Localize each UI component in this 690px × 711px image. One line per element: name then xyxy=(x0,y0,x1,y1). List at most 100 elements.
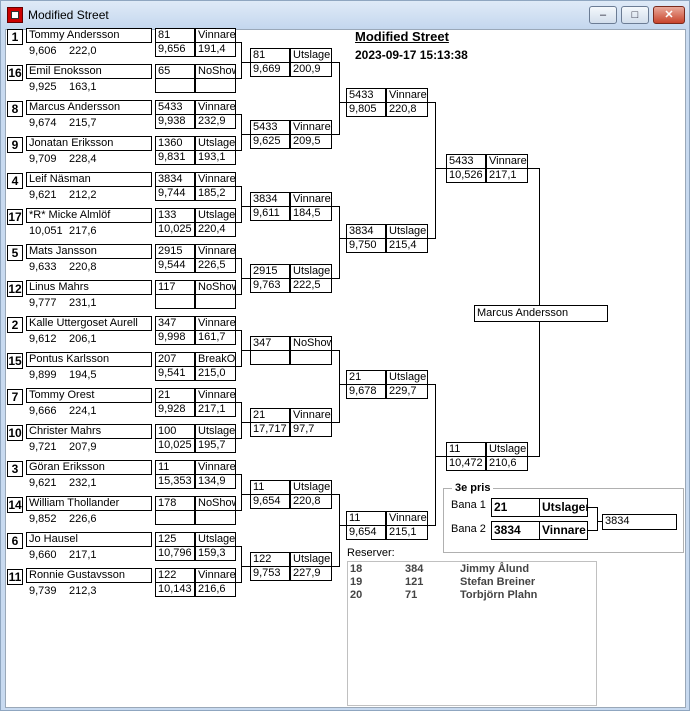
reserver-number: 71 xyxy=(405,589,418,601)
bracket-connector xyxy=(435,168,446,169)
run-et: 10,025 xyxy=(155,222,195,237)
bracket-connector xyxy=(332,566,340,567)
run-speed: 159,3 xyxy=(195,546,236,561)
reaction-time: 9,612 xyxy=(26,332,66,347)
run-number: 5433 xyxy=(346,88,386,103)
driver-speed: 226,6 xyxy=(66,512,106,527)
bracket-connector xyxy=(241,546,242,583)
run-result: Vinnare xyxy=(386,511,428,526)
run-result: Vinnare xyxy=(195,28,236,43)
seed-number: 14 xyxy=(7,497,23,513)
reaction-time: 9,666 xyxy=(26,404,66,419)
seed-number: 3 xyxy=(7,461,23,477)
bracket-connector xyxy=(332,134,340,135)
run-result: NoShow xyxy=(290,336,332,351)
run-speed: 134,9 xyxy=(195,474,236,489)
run-result: Vinnare xyxy=(195,244,236,259)
run-number: 81 xyxy=(250,48,290,63)
bracket-connector xyxy=(241,474,242,511)
bracket-connector xyxy=(236,510,242,511)
run-et: 9,753 xyxy=(250,566,290,581)
bracket-connector xyxy=(241,330,242,367)
driver-name: Göran Eriksson xyxy=(26,460,152,475)
run-et: 17,717 xyxy=(250,422,290,437)
driver-name: Christer Mahrs xyxy=(26,424,152,439)
app-icon[interactable] xyxy=(7,7,23,23)
seed-number: 15 xyxy=(7,353,23,369)
driver-speed: 217,6 xyxy=(66,224,106,239)
reaction-time: 9,721 xyxy=(26,440,66,455)
close-button[interactable]: ✕ xyxy=(653,6,685,24)
run-et: 9,928 xyxy=(155,402,195,417)
run-speed: 220,4 xyxy=(195,222,236,237)
run-number: 122 xyxy=(250,552,290,567)
driver-speed: 217,1 xyxy=(66,548,106,563)
lane1-result: Utslagen xyxy=(539,498,588,517)
run-et: 9,541 xyxy=(155,366,195,381)
seed-number: 8 xyxy=(7,101,23,117)
title-bar[interactable]: Modified Street – □ ✕ xyxy=(1,1,689,29)
run-speed: 222,5 xyxy=(290,278,332,293)
run-et: 10,796 xyxy=(155,546,195,561)
minimize-button[interactable]: – xyxy=(589,6,617,24)
run-et: 10,472 xyxy=(446,456,486,471)
reaction-time: 9,621 xyxy=(26,188,66,203)
run-result: Vinnare xyxy=(195,388,236,403)
bracket-connector xyxy=(241,186,242,223)
run-result: Vinnare xyxy=(195,172,236,187)
run-et: 9,678 xyxy=(346,384,386,399)
bracket-connector xyxy=(241,278,250,279)
reaction-time: 9,739 xyxy=(26,584,66,599)
maximize-button[interactable]: □ xyxy=(621,6,649,24)
reserver-name: Torbjörn Plahn xyxy=(460,589,538,601)
run-number: 65 xyxy=(155,64,195,79)
lane2-label: Bana 2 xyxy=(451,523,486,535)
driver-speed: 212,2 xyxy=(66,188,106,203)
bracket-connector xyxy=(236,186,242,187)
bracket-connector xyxy=(332,62,340,63)
bracket-connector xyxy=(339,206,340,279)
seed-number: 16 xyxy=(7,65,23,81)
run-speed: 215,0 xyxy=(195,366,236,381)
run-speed: 215,1 xyxy=(386,525,428,540)
bracket-connector xyxy=(332,422,340,423)
bracket-connector xyxy=(332,206,340,207)
run-result: Vinnare xyxy=(386,88,428,103)
driver-name: Leif Näsman xyxy=(26,172,152,187)
run-et xyxy=(155,510,195,525)
run-result: NoShow xyxy=(195,280,236,295)
run-et: 9,656 xyxy=(155,42,195,57)
run-result: Vinnare xyxy=(290,120,332,135)
run-speed: 209,5 xyxy=(290,134,332,149)
bracket-connector xyxy=(236,150,242,151)
run-number: 5433 xyxy=(250,120,290,135)
driver-speed: 194,5 xyxy=(66,368,106,383)
run-number: 117 xyxy=(155,280,195,295)
driver-speed: 231,1 xyxy=(66,296,106,311)
bracket-connector xyxy=(428,102,436,103)
bracket-connector xyxy=(236,42,242,43)
run-et: 10,143 xyxy=(155,582,195,597)
third-place-title: 3e pris xyxy=(452,482,494,494)
run-result: Vinnare xyxy=(195,100,236,115)
driver-name: Marcus Andersson xyxy=(26,100,152,115)
run-number: 3834 xyxy=(155,172,195,187)
run-number: 5433 xyxy=(155,100,195,115)
run-speed xyxy=(290,350,332,365)
run-number: 21 xyxy=(155,388,195,403)
driver-speed: 163,1 xyxy=(66,80,106,95)
reserver-pos: 18 xyxy=(350,563,363,575)
reaction-time: 9,777 xyxy=(26,296,66,311)
reserver-number: 384 xyxy=(405,563,424,575)
run-number: 5433 xyxy=(446,154,486,169)
run-number: 178 xyxy=(155,496,195,511)
driver-name: Tommy Orest xyxy=(26,388,152,403)
run-et: 9,654 xyxy=(250,494,290,509)
reserver-name: Stefan Breiner xyxy=(460,576,536,588)
reserver-list[interactable] xyxy=(347,561,597,706)
run-number: 3834 xyxy=(346,224,386,239)
run-number: 11 xyxy=(155,460,195,475)
run-speed xyxy=(195,510,236,525)
run-result: Vinnare xyxy=(195,316,236,331)
